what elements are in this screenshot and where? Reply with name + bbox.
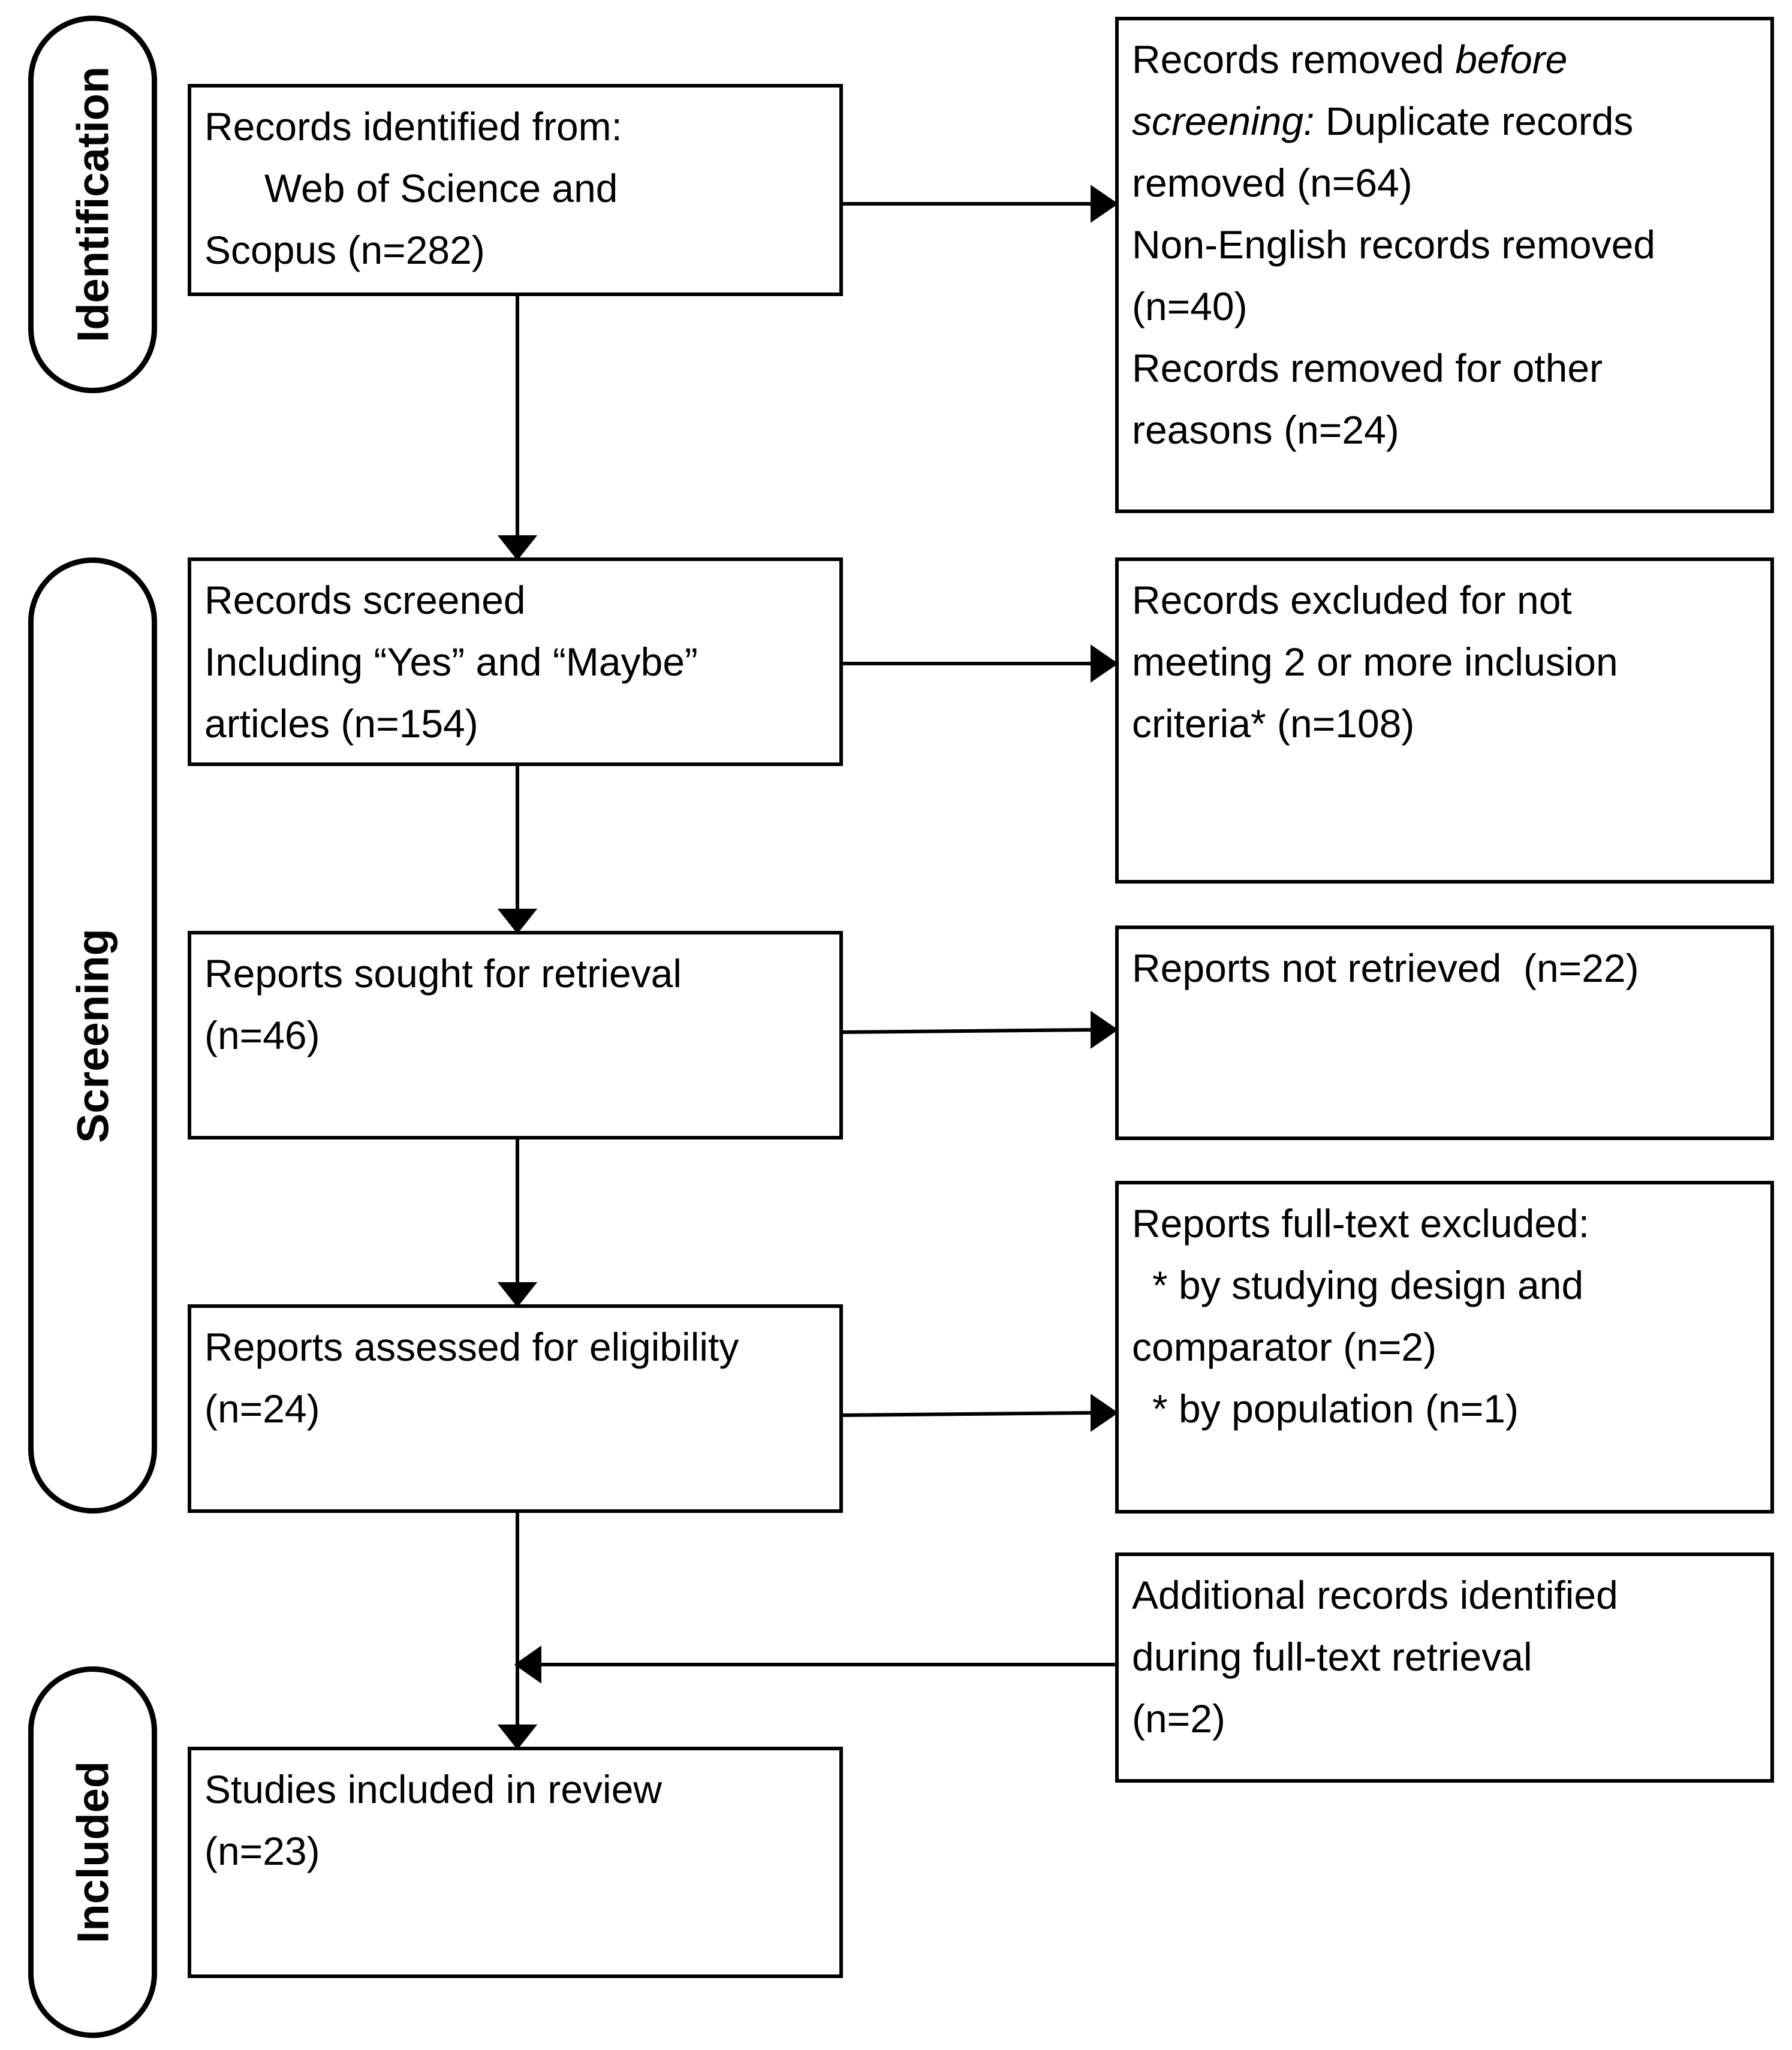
studies-included-line-1: Studies included in review xyxy=(204,1767,662,1811)
arrow-sought-to-not-retrieved xyxy=(842,1028,1093,1034)
fulltext-excluded-line-1: Reports full-text excluded: xyxy=(1132,1201,1590,1246)
reports-sought-line-1: Reports sought for retrieval xyxy=(204,951,682,996)
records-screened-line-3: articles (n=154) xyxy=(204,701,478,746)
records-screened-line-1: Records screened xyxy=(204,578,526,622)
reports-assessed-line-2: (n=24) xyxy=(204,1386,320,1431)
fulltext-excluded-line-2: * by studying design and xyxy=(1152,1263,1584,1307)
additional-records-line-1: Additional records identified xyxy=(1132,1573,1618,1617)
reports-sought-box: Reports sought for retrieval (n=46) xyxy=(188,931,843,1139)
records-removed-line-1: Records removed before xyxy=(1132,37,1568,82)
arrow-assessed-to-fulltext-excluded xyxy=(842,1411,1093,1417)
stage-identification: Identification xyxy=(28,16,157,393)
records-removed-box: Records removed before screening: Duplic… xyxy=(1115,17,1774,513)
arrow-sought-to-assessed-head xyxy=(497,1282,538,1307)
records-removed-line-4: Non-English records removed xyxy=(1132,222,1656,267)
stage-screening: Screening xyxy=(28,557,157,1514)
records-removed-line-7: reasons (n=24) xyxy=(1132,408,1399,452)
arrow-assessed-to-included-head xyxy=(497,1725,538,1750)
records-removed-line-3: removed (n=64) xyxy=(1132,161,1412,205)
records-identified-line-3: Scopus (n=282) xyxy=(204,228,485,272)
additional-records-line-2: during full-text retrieval xyxy=(1132,1635,1532,1679)
reports-sought-line-2: (n=46) xyxy=(204,1013,320,1057)
arrow-assessed-to-fulltext-excluded-head xyxy=(1091,1394,1119,1432)
records-identified-box: Records identified from: Web of Science … xyxy=(188,84,843,296)
studies-included-line-2: (n=23) xyxy=(204,1829,320,1873)
stage-included: Included xyxy=(28,1666,157,2038)
records-excluded-line-2: meeting 2 or more inclusion xyxy=(1132,640,1618,684)
records-excluded-box: Records excluded for not meeting 2 or mo… xyxy=(1115,557,1774,884)
records-removed-line-6: Records removed for other xyxy=(1132,346,1603,390)
additional-records-line-3: (n=2) xyxy=(1132,1696,1225,1741)
records-screened-line-2: Including “Yes” and “Maybe” xyxy=(204,640,698,684)
reports-assessed-line-1: Reports assessed for eligibility xyxy=(204,1325,739,1369)
arrow-screened-to-excluded-head xyxy=(1091,644,1119,683)
records-identified-line-1: Records identified from: xyxy=(204,104,622,149)
reports-not-retrieved-box: Reports not retrieved (n=22) xyxy=(1115,925,1774,1140)
fulltext-excluded-line-4: * by population (n=1) xyxy=(1152,1386,1519,1431)
stage-screening-label: Screening xyxy=(68,928,118,1143)
fulltext-excluded-box: Reports full-text excluded: * by studyin… xyxy=(1115,1181,1774,1514)
reports-assessed-box: Reports assessed for eligibility (n=24) xyxy=(188,1304,843,1513)
arrow-identified-to-screened-head xyxy=(497,535,538,560)
arrow-additional-to-flow-head xyxy=(514,1645,541,1684)
studies-included-box: Studies included in review (n=23) xyxy=(188,1747,843,1978)
stage-identification-label: Identification xyxy=(68,66,118,343)
reports-not-retrieved-line-1: Reports not retrieved (n=22) xyxy=(1132,946,1639,990)
stage-included-label: Included xyxy=(68,1760,118,1944)
arrow-sought-to-not-retrieved-head xyxy=(1091,1011,1119,1049)
records-excluded-line-1: Records excluded for not xyxy=(1132,578,1572,622)
records-screened-box: Records screened Including “Yes” and “Ma… xyxy=(188,557,843,766)
arrow-screened-to-sought-head xyxy=(497,909,538,934)
arrow-identified-to-removed-head xyxy=(1091,185,1119,223)
additional-records-box: Additional records identified during ful… xyxy=(1115,1552,1774,1783)
fulltext-excluded-line-3: comparator (n=2) xyxy=(1132,1325,1437,1369)
records-excluded-line-3: criteria* (n=108) xyxy=(1132,701,1415,746)
records-removed-line-5: (n=40) xyxy=(1132,284,1248,328)
records-removed-line-2: screening: Duplicate records xyxy=(1132,99,1634,143)
records-identified-line-2: Web of Science and xyxy=(264,166,618,210)
